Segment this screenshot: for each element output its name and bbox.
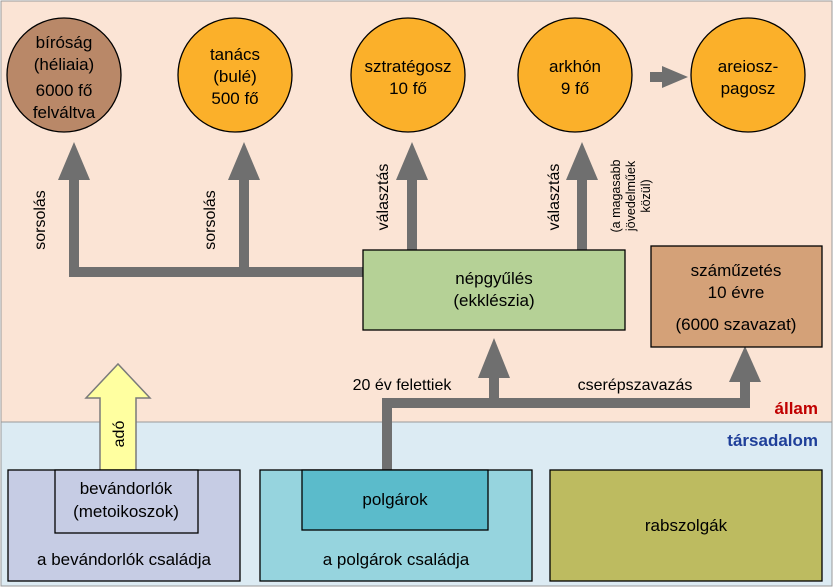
svg-text:(ekklészia): (ekklészia) — [453, 291, 534, 310]
slaves-box: rabszolgák — [549, 469, 823, 582]
svg-text:(héliaia): (héliaia) — [34, 55, 94, 74]
svg-text:polgárok: polgárok — [362, 490, 428, 509]
arrowhead-court — [58, 142, 90, 180]
foreigners-box — [54, 469, 199, 534]
svg-text:areiosz-: areiosz- — [718, 57, 778, 76]
svg-text:tanács: tanács — [210, 45, 260, 64]
svg-text:arkhón: arkhón — [549, 57, 601, 76]
svg-text:10 évre: 10 évre — [708, 283, 765, 302]
assembly-connectors — [69, 72, 750, 470]
strategos-circle: sztratégosz 10 fő — [350, 17, 466, 133]
svg-text:sztratégosz: sztratégosz — [365, 57, 452, 76]
council-circle: tanács (bulé) 500 fő — [177, 17, 293, 133]
svg-text:500 fő: 500 fő — [211, 89, 258, 108]
svg-text:10 fő: 10 fő — [389, 79, 427, 98]
over20-label: 20 év felettiek — [353, 377, 453, 394]
citizens-box — [301, 469, 489, 531]
svg-text:9 fő: 9 fő — [561, 79, 589, 98]
lot-label-1: sorsolás — [32, 190, 49, 250]
archon-circle: arkhón 9 fő — [517, 17, 633, 133]
svg-text:(6000 szavazat): (6000 szavazat) — [676, 315, 797, 334]
tax-arrow — [84, 362, 152, 475]
assembly-box: népgyűlés (ekklészia) — [362, 249, 626, 331]
arrowhead-council — [228, 142, 260, 180]
arrowhead-archon — [566, 142, 598, 180]
svg-text:száműzetés: száműzetés — [691, 261, 782, 280]
svg-text:(metoikoszok): (metoikoszok) — [73, 502, 179, 521]
areopagus-circle: areiosz- pagosz — [690, 17, 806, 133]
election-label-1: választás — [375, 164, 392, 231]
svg-text:a bevándorlók családja: a bevándorlók családja — [37, 550, 211, 569]
arrowhead-ostracism — [729, 346, 761, 382]
svg-text:6000 fő: 6000 fő — [36, 81, 93, 100]
state-zone-label: állam — [775, 399, 818, 418]
foreigners-family-box: bevándorlók (metoikoszok) a bevándorlók … — [7, 469, 241, 582]
svg-text:felváltva: felváltva — [33, 103, 96, 122]
svg-text:rabszolgák: rabszolgák — [645, 516, 728, 535]
wealthy-note: (a magasabb jövedelműek közül) — [609, 159, 653, 232]
arrowhead-areopagus — [662, 66, 688, 88]
tax-label: adó — [111, 421, 128, 448]
court-circle: bíróság (héliaia) 6000 fő felváltva — [6, 17, 122, 133]
svg-text:jövedelműek: jövedelműek — [624, 160, 638, 232]
svg-text:közül): közül) — [639, 179, 653, 212]
arrowheads — [58, 66, 761, 382]
svg-text:népgyűlés: népgyűlés — [455, 269, 533, 288]
svg-text:pagosz: pagosz — [721, 79, 776, 98]
election-label-2: választás — [546, 164, 563, 231]
arrowhead-assembly — [478, 338, 510, 378]
arrowhead-strategos — [396, 142, 428, 180]
svg-text:(a magasabb: (a magasabb — [609, 159, 623, 232]
svg-text:a polgárok családja: a polgárok családja — [323, 550, 470, 569]
lot-label-2: sorsolás — [202, 190, 219, 250]
potsherd-label: cserépszavazás — [578, 377, 693, 394]
svg-text:(bulé): (bulé) — [213, 67, 256, 86]
svg-text:bíróság: bíróság — [36, 33, 93, 52]
citizens-family-box: polgárok a polgárok családja — [259, 469, 533, 582]
ostracism-box: száműzetés 10 évre (6000 szavazat) — [650, 245, 823, 348]
svg-text:bevándorlók: bevándorlók — [80, 479, 173, 498]
society-zone-label: társadalom — [727, 431, 818, 450]
